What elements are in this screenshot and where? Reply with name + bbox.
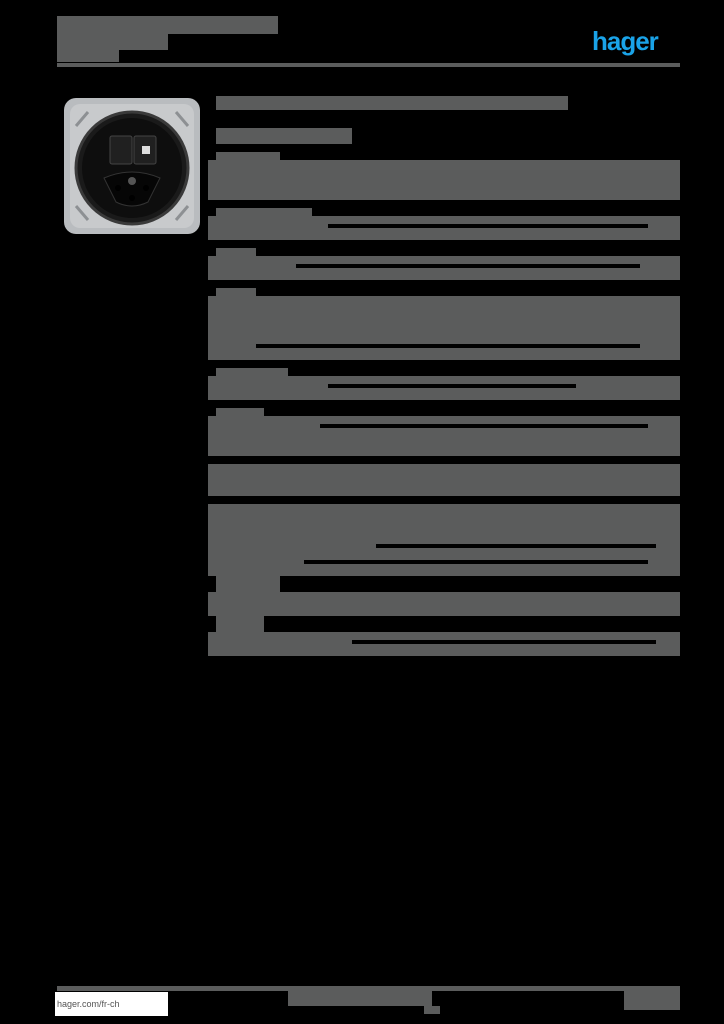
spec-leader — [352, 640, 656, 644]
spec-label — [216, 576, 280, 592]
spec-label — [216, 288, 256, 298]
spec-leader — [376, 544, 656, 548]
spec-row — [208, 216, 680, 240]
spec-leader — [320, 424, 648, 428]
spec-row — [208, 632, 680, 656]
header-subtitle — [57, 34, 168, 50]
article-number — [216, 128, 352, 144]
spec-label — [216, 208, 312, 218]
spec-label — [216, 248, 256, 258]
spec-block — [208, 416, 680, 456]
header-rule — [57, 63, 680, 67]
spec-leader — [256, 344, 640, 348]
spec-leader — [328, 384, 576, 388]
spec-label — [216, 368, 288, 378]
spec-leader — [328, 224, 648, 228]
spec-block — [208, 464, 680, 496]
brand-logo: hager — [592, 26, 659, 56]
product-image — [64, 98, 200, 234]
spec-gap — [280, 456, 680, 464]
spec-label — [216, 616, 264, 632]
spec-block — [208, 592, 680, 616]
section-block-1 — [208, 160, 680, 200]
spec-leader — [296, 264, 640, 268]
spec-block — [208, 296, 680, 360]
spec-row — [208, 376, 680, 400]
header-subtitle-2 — [57, 50, 119, 62]
footer-website-link[interactable]: hager.com/fr-ch — [55, 992, 168, 1016]
footer-page-info — [624, 990, 680, 1010]
footer-center-sub — [424, 1006, 440, 1014]
product-title — [216, 96, 568, 110]
spec-label — [216, 408, 264, 418]
footer-center-text — [288, 990, 432, 1006]
footer-rule — [57, 986, 680, 991]
spec-leader — [304, 560, 648, 564]
spec-block — [208, 504, 680, 576]
spec-row — [208, 256, 680, 280]
header-title — [57, 16, 278, 34]
